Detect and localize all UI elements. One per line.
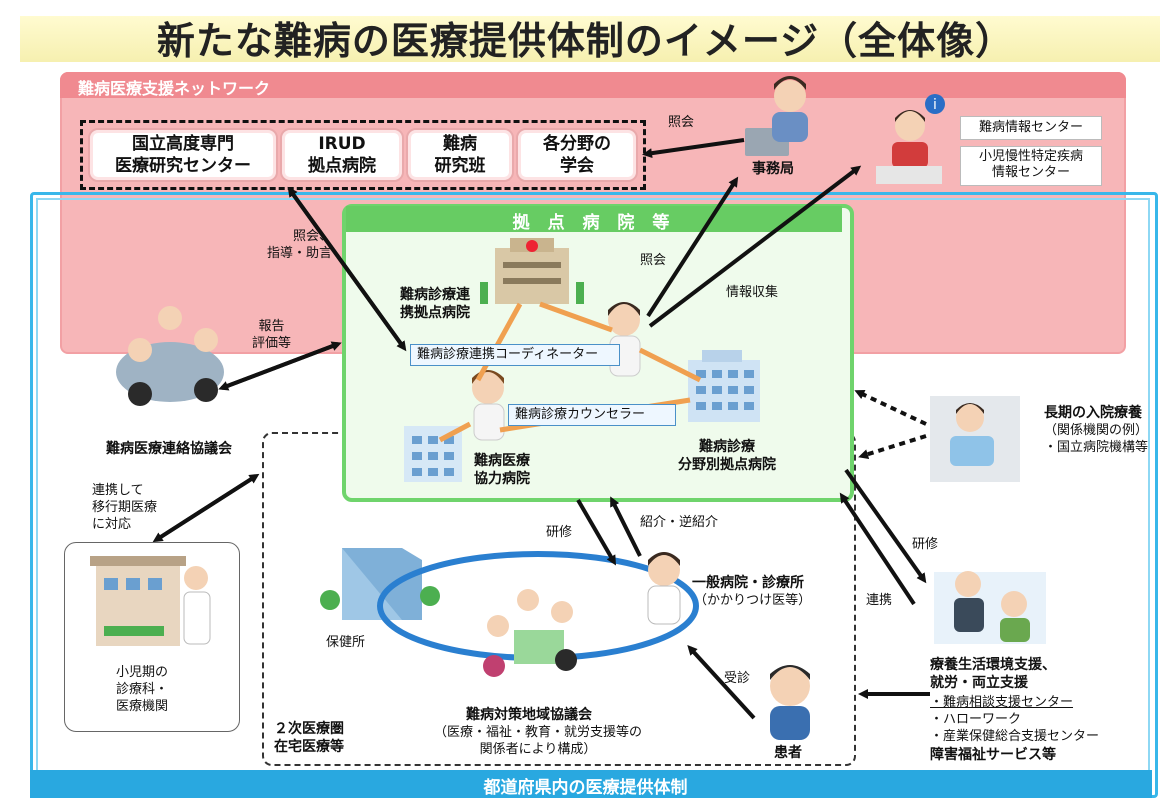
label-joho-shushu: 情報収集 [726, 285, 779, 300]
label-ryoyo-list: ・難病相談支援センター ・ハローワーク ・産業保健総合支援センター [930, 695, 1100, 744]
hub-header-text: 拠 点 病 院 等 [512, 213, 676, 233]
coordinator-label: 難病診療連携コーディネーター [410, 344, 620, 366]
label-hokoku: 報告評価等 [252, 319, 292, 351]
flow-arrows [152, 138, 930, 720]
title-band [20, 16, 1160, 62]
label-kyogikai: 難病医療連絡協議会 [106, 441, 232, 457]
counselor-label: 難病診療カウンセラー [508, 404, 676, 426]
inst-research-group: 難病研究班 [406, 128, 514, 182]
label-bunya: 難病診療分野別拠点病院 [678, 439, 776, 473]
label-shokai-hub: 照会 [640, 253, 667, 268]
patient-icon [770, 665, 810, 740]
label-renkei-hospital: 難病診療連携拠点病院 [400, 287, 470, 321]
inst-national-center: 国立高度専門医療研究センター [88, 128, 278, 182]
info-desk-staff-icon: i [876, 94, 945, 184]
support-network-title: 難病医療支援ネットワーク [78, 79, 271, 98]
general-doctor-icon [647, 552, 681, 625]
label-kakaritsuke: （かかりつけ医等） [694, 593, 812, 608]
label-shoni: 小児期の診療科・医療機関 [115, 665, 168, 714]
longterm-patient-icon [930, 396, 1020, 482]
label-kanja: 患者 [774, 745, 802, 761]
inst-societies: 各分野の学会 [516, 128, 638, 182]
label-choki-sub: （関係機関の例）・国立病院機構等 [1044, 423, 1149, 455]
label-chiiki-sub: （医療・福祉・教育・就労支援等の関係者により構成） [433, 725, 642, 757]
support-network-header [60, 72, 1126, 98]
label-renkei-left: 連携して移行期医療に対応 [92, 483, 158, 532]
label-ippan: 一般病院・診療所 [692, 575, 804, 591]
label-shokai-gyaku: 紹介・逆紹介 [640, 515, 719, 530]
label-hokenjo: 保健所 [326, 635, 366, 650]
label-shokai-shido: 照会、指導・助言 [266, 229, 332, 261]
label-ryoyo: 療養生活環境支援、就労・両立支援 [930, 657, 1056, 691]
jimukyoku-staff-icon [745, 76, 808, 156]
label-jushin: 受診 [724, 671, 751, 686]
page-title: 新たな難病の医療提供体制のイメージ（全体像） [156, 19, 1015, 63]
svg-text:i: i [933, 97, 937, 113]
hokenjo-building-icon [320, 548, 440, 620]
label-renkei-right: 連携 [866, 593, 893, 608]
label-shokai-top: 照会 [668, 115, 695, 130]
regional-council-people-icon [483, 589, 577, 677]
label-chiiki: 難病対策地域協議会 [466, 707, 592, 723]
label-kyoryoku: 難病医療協力病院 [474, 453, 530, 487]
info-center-nanbyo: 難病情報センター [960, 116, 1102, 140]
label-jimukyoku: 事務局 [752, 161, 794, 177]
label-kenshu-community: 研修 [546, 525, 573, 540]
label-choki: 長期の入院療養 [1044, 405, 1142, 421]
support-consultation-icon [934, 571, 1046, 644]
counselor-person-icon [472, 370, 505, 441]
council-meeting-icon [116, 306, 224, 406]
prefecture-footer-text: 都道府県内の医療提供体制 [483, 778, 688, 798]
renkei-hospital-icon [480, 238, 584, 304]
info-center-shoni: 小児慢性特定疾病情報センター [960, 146, 1102, 186]
label-shogai: 障害福祉サービス等 [930, 747, 1056, 763]
label-niji: ２次医療圏在宅医療等 [274, 721, 344, 755]
bunya-hospital-icon [688, 350, 760, 422]
hub-header [346, 206, 842, 232]
kyoryoku-hospital-icon [404, 426, 462, 482]
pediatric-clinic-icon [90, 556, 211, 646]
label-kenshu-right: 研修 [912, 537, 939, 552]
prefecture-footer [30, 770, 1152, 798]
dashed-arrows [854, 390, 927, 459]
